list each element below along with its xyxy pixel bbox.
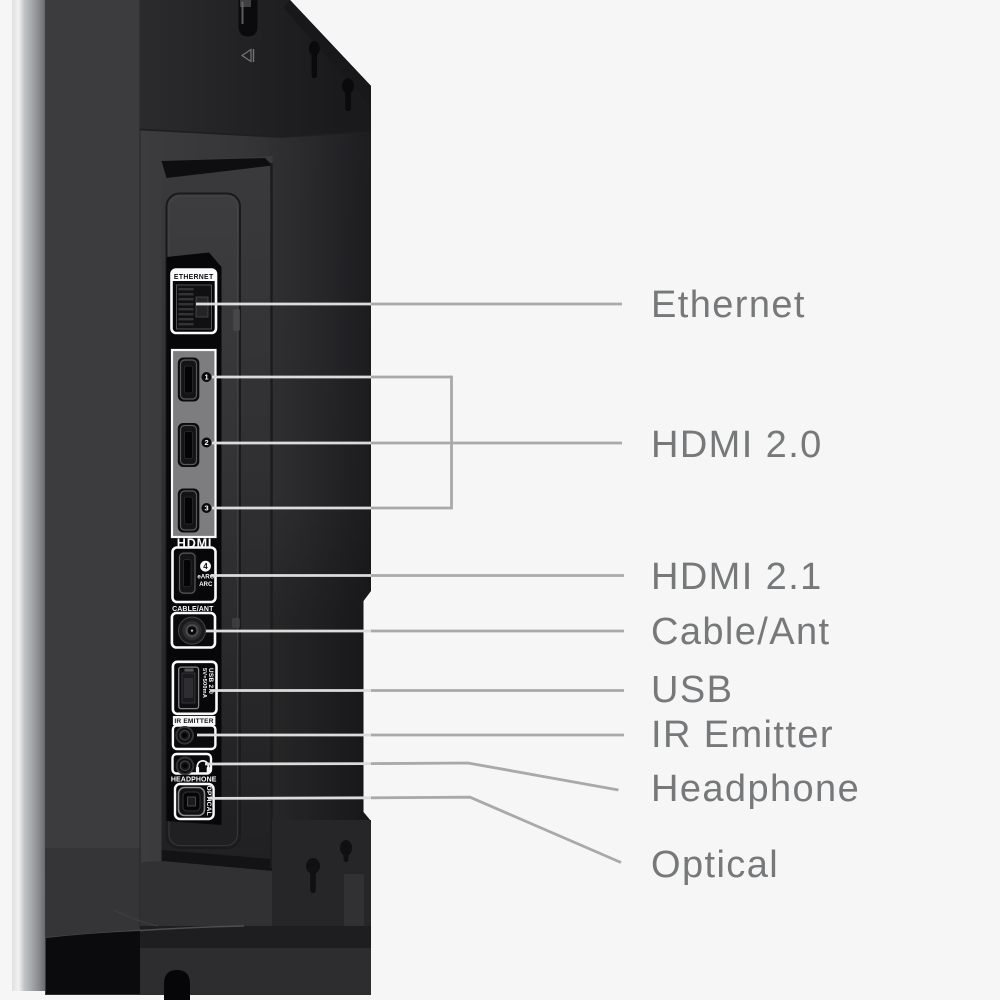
svg-text:CABLE/ANT: CABLE/ANT: [172, 606, 214, 613]
svg-text:USB 2.0: USB 2.0: [207, 668, 214, 694]
svg-text:USB: USB: [651, 669, 733, 711]
svg-text:2: 2: [204, 438, 208, 447]
svg-text:3: 3: [204, 504, 208, 513]
svg-text:OPTICAL: OPTICAL: [205, 786, 212, 816]
svg-text:4: 4: [203, 562, 208, 571]
svg-text:HEADPHONE: HEADPHONE: [171, 777, 217, 784]
svg-text:ARC: ARC: [199, 581, 213, 588]
svg-text:HDMI 2.0: HDMI 2.0: [651, 424, 823, 466]
svg-text:Ethernet: Ethernet: [651, 284, 806, 326]
svg-text:Optical: Optical: [651, 844, 779, 886]
svg-text:Cable/Ant: Cable/Ant: [651, 611, 830, 653]
svg-text:IR Emitter: IR Emitter: [651, 714, 834, 756]
svg-text:5V=500mA: 5V=500mA: [201, 668, 207, 698]
svg-text:1: 1: [204, 373, 208, 382]
svg-text:Headphone: Headphone: [651, 768, 860, 810]
svg-text:ETHERNET: ETHERNET: [174, 274, 214, 281]
svg-text:eARC: eARC: [197, 574, 214, 581]
svg-text:IR EMITTER: IR EMITTER: [174, 718, 213, 725]
svg-text:HDMI 2.1: HDMI 2.1: [651, 556, 823, 598]
